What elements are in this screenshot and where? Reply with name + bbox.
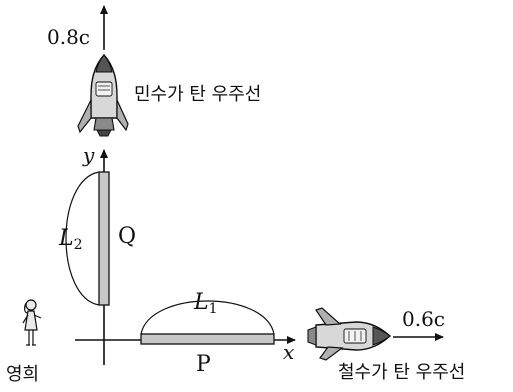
minsu-ship-caption: 민수가 탄 우주선: [134, 84, 262, 105]
observer-name: 영희: [6, 364, 40, 385]
length-arc-p: [140, 300, 275, 335]
y-axis-label: y: [83, 143, 95, 167]
length-letter-p: L: [194, 290, 209, 315]
length-letter-q: L: [59, 226, 74, 251]
length-label-p: L1: [194, 290, 218, 318]
minsu-rocket-icon: [77, 53, 129, 137]
x-axis-label: x: [283, 340, 295, 364]
rod-q: [98, 171, 110, 306]
observer-figure-icon: [22, 299, 42, 346]
cheolsu-speed-label: 0.6c: [402, 307, 446, 331]
length-arc-q: [65, 171, 100, 306]
rod-p-label: P: [196, 352, 211, 377]
rod-p: [140, 333, 275, 345]
length-sub-p: 1: [208, 301, 218, 318]
rod-q-label: Q: [118, 224, 137, 249]
length-sub-q: 2: [73, 237, 83, 254]
minsu-speed-label: 0.8c: [47, 25, 91, 49]
cheolsu-rocket-icon: [307, 307, 392, 361]
length-label-q: L2: [59, 226, 83, 254]
cheolsu-ship-caption: 철수가 탄 우주선: [338, 362, 466, 383]
